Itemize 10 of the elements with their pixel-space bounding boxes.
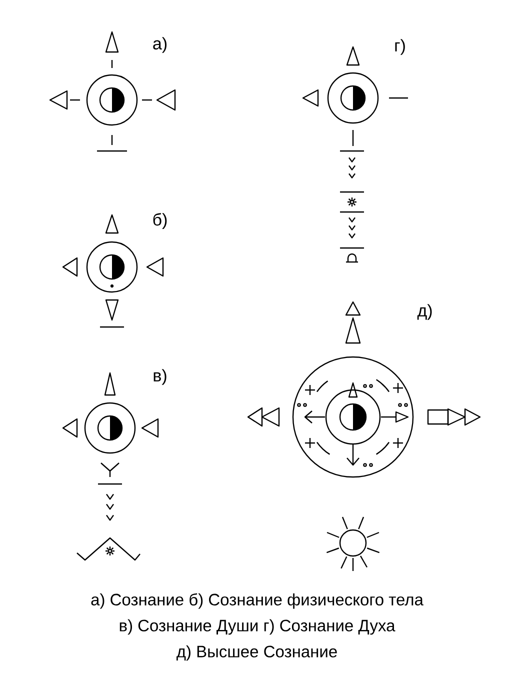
caption-entry: в) Сознание Души bbox=[120, 619, 258, 635]
caption-entry: а) Сознание bbox=[91, 593, 184, 609]
caption-entry: г) Сознание Духа bbox=[264, 619, 396, 635]
panel-letter: а) bbox=[153, 37, 166, 53]
panel-letter: в) bbox=[154, 369, 166, 385]
panel-letter: г) bbox=[395, 39, 405, 55]
caption-entry: д) Высшее Сознание bbox=[176, 645, 337, 661]
panel-letter: б) bbox=[153, 213, 167, 229]
caption-entry: б) Сознание физического тела bbox=[190, 593, 424, 609]
panel-letter: д) bbox=[417, 304, 432, 320]
